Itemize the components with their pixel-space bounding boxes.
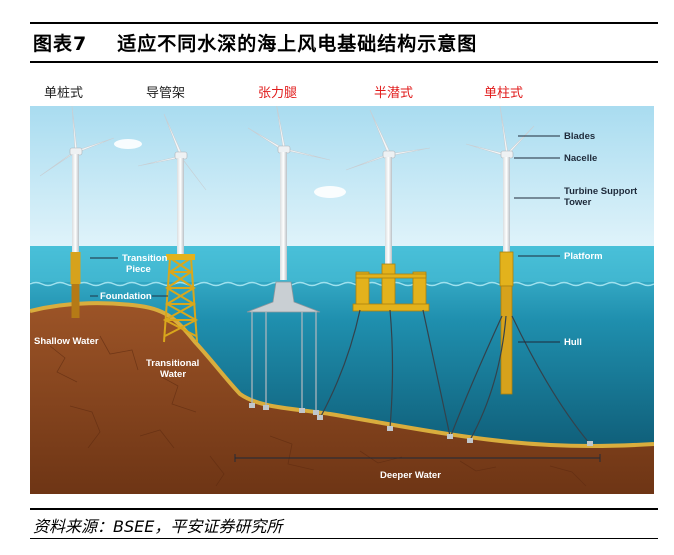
mooring-lines <box>319 309 451 437</box>
type-label-spar: 单柱式 <box>484 86 524 101</box>
label-blades: Blades <box>564 131 595 142</box>
label-deeper-water: Deeper Water <box>380 470 441 481</box>
tower <box>72 154 79 252</box>
jacket-deck <box>166 254 195 260</box>
nacelle <box>382 150 396 159</box>
sea-surface-band <box>30 246 654 282</box>
figure-number: 图表7 <box>33 33 88 55</box>
label-tower-line2: Tower <box>564 197 592 208</box>
tower <box>177 158 184 258</box>
label-shallow-water: Shallow Water <box>34 336 99 347</box>
transition-piece <box>70 252 81 284</box>
nacelle <box>277 145 291 154</box>
cloud <box>114 139 142 149</box>
label-platform: Platform <box>564 251 603 262</box>
source-rule <box>30 508 658 510</box>
anchors <box>249 403 593 446</box>
turbine-jacket <box>137 113 207 343</box>
label-hull: Hull <box>564 337 582 348</box>
leader-lines <box>90 135 601 462</box>
turbine-monopile <box>39 106 115 318</box>
label-tower-line1: Turbine Support <box>564 186 638 197</box>
nacelle <box>500 150 514 159</box>
monopile-foundation <box>71 284 80 318</box>
type-label-jacket: 导管架 <box>146 86 186 101</box>
figure-title-text: 适应不同水深的海上风电基础结构示意图 <box>117 33 478 55</box>
bottom-rule <box>30 538 658 539</box>
tower <box>280 152 287 280</box>
soil-cracks <box>49 335 587 487</box>
figure-title: 图表7 适应不同水深的海上风电基础结构示意图 <box>33 29 477 56</box>
seabed-edge <box>30 301 654 448</box>
cloud <box>314 186 346 198</box>
turbine-tension-leg <box>246 106 331 412</box>
jacket-structure <box>162 257 199 343</box>
tlp-buoy <box>246 281 321 313</box>
source-note: 资料来源：BSEE，平安证券研究所 <box>33 517 283 536</box>
nacelle <box>174 151 188 160</box>
turbine-spar <box>449 106 591 445</box>
label-transition-line2: Piece <box>126 264 151 275</box>
label-foundation: Foundation <box>100 291 152 302</box>
spar-platform <box>499 251 514 287</box>
semi-sub-platform <box>352 263 430 312</box>
offshore-wind-diagram: Blades Nacelle Turbine Support Tower Pla… <box>30 106 654 494</box>
sky <box>30 106 654 246</box>
type-label-monopile: 单桩式 <box>44 86 84 101</box>
type-label-tension-leg: 张力腿 <box>258 86 298 101</box>
turbine-semi-submersible <box>319 109 451 437</box>
tendons <box>251 312 317 412</box>
label-transitional-line2: Water <box>160 369 186 380</box>
top-rule <box>30 22 658 24</box>
title-rule <box>30 61 658 63</box>
label-transitional-line1: Transitional <box>146 358 199 369</box>
type-label-semi-submersible: 半潜式 <box>374 86 414 101</box>
nacelle <box>69 147 83 156</box>
label-transition-line1: Transition <box>122 253 168 264</box>
label-nacelle: Nacelle <box>564 153 597 164</box>
waterline <box>30 281 654 287</box>
tower <box>503 157 510 255</box>
tower <box>385 157 392 265</box>
seabed <box>30 303 654 494</box>
mooring-lines <box>449 315 591 445</box>
spar-hull <box>500 285 513 395</box>
